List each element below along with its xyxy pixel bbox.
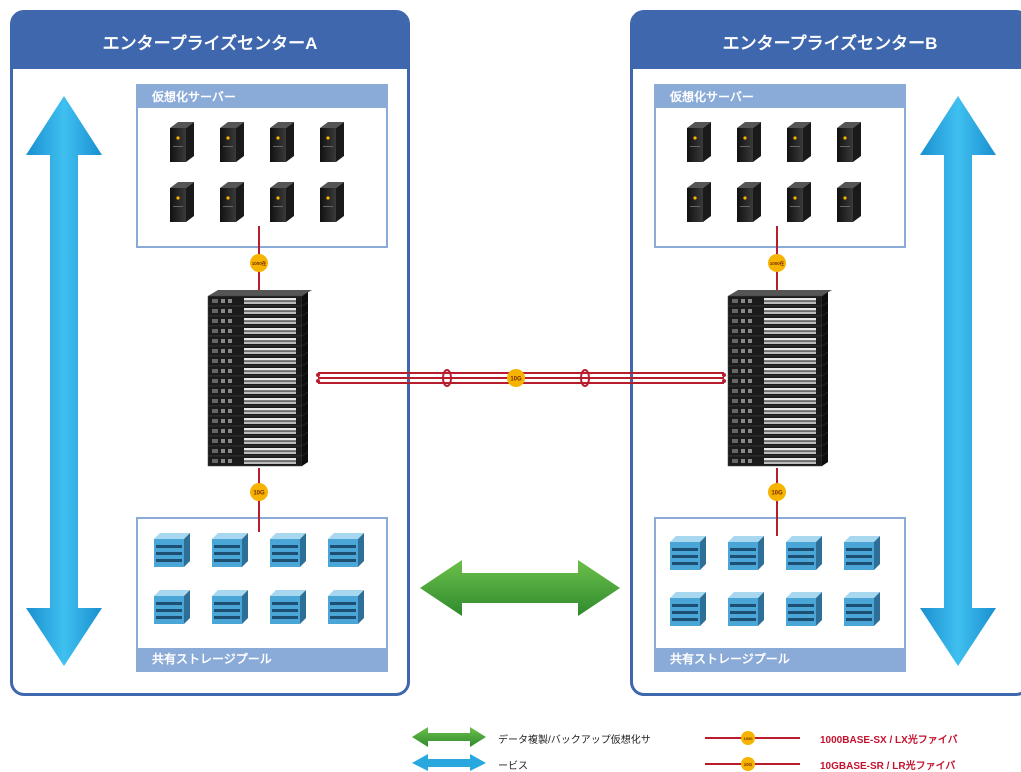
storage-icon [328, 590, 364, 624]
replication-green-double-arrow [420, 560, 620, 616]
storage-icon [786, 536, 822, 570]
site-b-cyan-double-arrow [920, 96, 996, 666]
svg-text:1000在: 1000在 [770, 260, 785, 267]
legend-fiber-1g-icon: 1000 [705, 731, 800, 745]
site-a-storage-label: 共有ストレージプール [138, 648, 386, 670]
site-b-servers-label: 仮想化サーバー [656, 86, 904, 108]
site-b-uplink-badge: 1000在 [768, 254, 786, 272]
server-icon [320, 122, 344, 162]
server-icon [220, 122, 244, 162]
storage-icon [154, 533, 190, 567]
svg-text:1000在: 1000在 [252, 260, 267, 267]
site-a-title: エンタープライズセンターA [13, 13, 407, 69]
interlink-badge: 10G [507, 369, 525, 387]
storage-icon [844, 592, 880, 626]
legend-fiber-1g-label: 1000BASE-SX / LX光ファイバ [820, 735, 958, 746]
site-b-storage [670, 536, 880, 626]
site-b-title: エンタープライズセンターB [633, 13, 1021, 69]
storage-icon [212, 533, 248, 567]
server-icon [270, 182, 294, 222]
site-a-servers [170, 122, 344, 222]
site-b-servers [687, 122, 861, 222]
storage-icon [786, 592, 822, 626]
legend-fiber-10g-label: 10GBASE-SR / LR光ファイバ [820, 761, 956, 772]
server-icon [737, 122, 761, 162]
storage-icon [670, 592, 706, 626]
server-icon [787, 122, 811, 162]
site-a-storage [154, 533, 364, 624]
storage-icon [212, 590, 248, 624]
svg-text:10G: 10G [771, 491, 783, 497]
server-icon [170, 122, 194, 162]
legend-replication-text-1: データ複製/バックアップ仮想化サ [498, 735, 651, 746]
server-icon [220, 182, 244, 222]
server-icon [170, 182, 194, 222]
legend-cyan-arrow-icon [412, 754, 486, 771]
legend-replication-text-2: ービス [498, 761, 528, 772]
site-b-storage-label: 共有ストレージプール [656, 648, 904, 670]
svg-text:1000: 1000 [744, 736, 754, 741]
storage-icon [328, 533, 364, 567]
site-a-uplink-badge: 1000在 [250, 254, 268, 272]
legend-fiber-10g-icon: 10G [705, 757, 800, 771]
server-icon [787, 182, 811, 222]
svg-text:10G: 10G [253, 491, 265, 497]
site-b-storage-badge: 10G [768, 483, 786, 501]
server-icon [687, 122, 711, 162]
storage-icon [154, 590, 190, 624]
legend-green-arrow-icon [412, 727, 486, 747]
server-icon [837, 182, 861, 222]
storage-icon [844, 536, 880, 570]
site-a-cyan-double-arrow [26, 96, 102, 666]
site-a-switch-stack [207, 290, 312, 467]
server-icon [687, 182, 711, 222]
storage-icon [270, 590, 306, 624]
storage-icon [270, 533, 306, 567]
site-a-servers-label: 仮想化サーバー [138, 86, 386, 108]
svg-text:10G: 10G [744, 762, 753, 767]
site-a-storage-badge: 10G [250, 483, 268, 501]
storage-icon [670, 536, 706, 570]
server-icon [737, 182, 761, 222]
server-icon [837, 122, 861, 162]
svg-text:10G: 10G [510, 377, 522, 383]
storage-icon [728, 592, 764, 626]
server-icon [270, 122, 294, 162]
storage-icon [728, 536, 764, 570]
site-b-switch-stack [727, 290, 832, 467]
server-icon [320, 182, 344, 222]
